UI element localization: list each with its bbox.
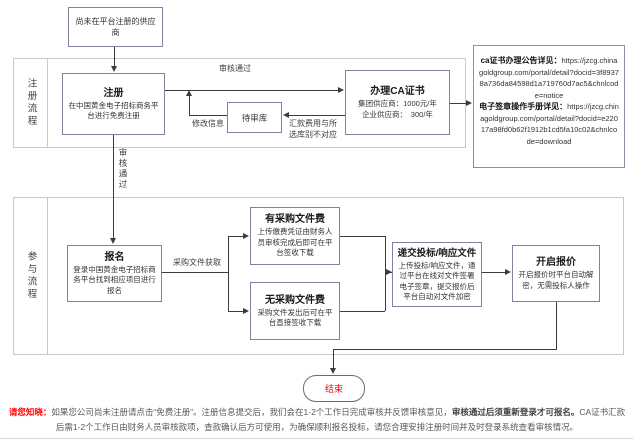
node-register-title: 注册 [103, 87, 124, 99]
edge-label-fetch-docs: 采购文件获取 [173, 258, 221, 267]
node-doc-fee: 有采购文件费 上传缴费凭证由财务人员审核完成后即可在平台签收下载 [250, 207, 340, 265]
footnote-text-2: CA证书汇款后需1-2个工作日由财务人员审核款项，查款确认后方可使用，为确保顺利… [55, 407, 626, 432]
node-register: 注册 在中国黄金电子招标商务平台进行免费注册 [62, 73, 165, 135]
arrowhead-ca-info [466, 100, 472, 106]
info-esign-manual-label: 电子签章操作手册详见： [479, 102, 568, 111]
arrowhead-submit-open [505, 269, 511, 275]
arrowhead-merge-submit [386, 269, 392, 275]
edge-open-down [556, 302, 557, 349]
node-ca-certificate: 办理CA证书 集团供应商：1000元/年 企业供应商： 300/年 [345, 70, 450, 135]
edge-label-mismatch: 汇款费用与所选库别不对应 [289, 119, 337, 139]
edge-branch-fee [228, 236, 244, 237]
node-ca-title: 办理CA证书 [370, 86, 425, 97]
footnote-text-1: 如果您公司尚未注册请点击“免费注册”。注册信息提交后，我们会在1-2个工作日完成… [51, 407, 452, 417]
info-ca-notice-url: https://jzcg.chinagoldgroup.com/portal/d… [479, 56, 619, 100]
node-ca-price-company: 企业供应商： 300/年 [362, 109, 433, 119]
footnote-notice: 请您知晓：如果您公司尚未注册请点击“免费注册”。注册信息提交后，我们会在1-2个… [8, 405, 626, 434]
node-submit-bid: 递交投标/响应文件 上传投标/响应文件，通过平台在线对文件签署电子签章，提交报价… [392, 242, 482, 307]
edge-ca-info [450, 103, 467, 104]
edge-label-modify: 修改信息 [192, 119, 224, 128]
edge-ca-pending [289, 115, 345, 116]
section-participation-label: 参与流程 [25, 251, 37, 301]
arrowhead-to-end [330, 368, 336, 374]
node-start: 尚未在平台注册的供应商 [68, 7, 163, 47]
edge-merge-vertical [385, 236, 386, 311]
edge-open-left [333, 349, 557, 350]
node-info-urls: ca证书办理公告详见：https://jzcg.chinagoldgroup.c… [473, 45, 625, 168]
node-submit-bid-title: 递交投标/响应文件 [397, 247, 477, 259]
arrowhead-register-ca [338, 87, 344, 93]
node-doc-fee-title: 有采购文件费 [265, 214, 325, 226]
edge-register-signup [113, 135, 114, 239]
arrowhead-register-signup [110, 238, 116, 244]
node-open-quote-desc: 开启报价时平台自动解密，无需投标人操作 [518, 270, 594, 290]
section-registration-labelbox: 注册流程 [13, 58, 48, 148]
node-no-doc-fee-desc: 采购文件发出后可在平台直接签收下载 [257, 307, 333, 328]
edge-pending-back-h [189, 115, 227, 116]
footnote-bold: 审核通过后须重新登录才可报名。 [451, 407, 580, 417]
edge-label-approved-vertical: 审核通过 [118, 148, 128, 190]
node-no-doc-fee: 无采购文件费 采购文件发出后可在平台直接签收下载 [250, 282, 340, 340]
edge-branch-nofee [228, 311, 244, 312]
node-signup-desc: 登录中国黄金电子招标商务平台找到相应项目进行报名 [73, 264, 156, 295]
node-end-label: 结束 [324, 384, 343, 394]
node-pending-review: 待审库 [227, 102, 282, 133]
info-ca-notice-label: ca证书办理公告详见： [480, 56, 562, 65]
edge-to-end [333, 349, 334, 369]
arrowhead-ca-pending [283, 112, 289, 118]
edge-signup-branch [162, 272, 228, 273]
node-doc-fee-desc: 上传缴费凭证由财务人员审核完成后即可在平台签收下载 [257, 227, 333, 258]
node-pending-review-label: 待审库 [241, 112, 268, 123]
edge-pending-back-v [189, 94, 190, 115]
arrowhead-branch-nofee [243, 308, 249, 314]
edge-start-register [114, 47, 115, 67]
node-submit-bid-desc: 上传投标/响应文件，通过平台在线对文件签署电子签章，提交报价后平台自动对文件加密 [398, 260, 476, 302]
edge-fee-merge [340, 236, 385, 237]
node-open-quote-title: 开启报价 [536, 257, 576, 268]
node-no-doc-fee-title: 无采购文件费 [265, 294, 325, 306]
edge-branch-vertical [228, 236, 229, 311]
node-signup: 报名 登录中国黄金电子招标商务平台找到相应项目进行报名 [67, 245, 162, 302]
node-ca-price-group: 集团供应商：1000元/年 [358, 99, 437, 108]
node-signup-title: 报名 [104, 251, 125, 263]
bottom-divider [0, 438, 633, 439]
edge-register-ca [165, 90, 339, 91]
node-open-quote: 开启报价 开启报价时平台自动解密，无需投标人操作 [512, 245, 600, 302]
edge-nofee-merge [340, 311, 385, 312]
footnote-label: 请您知晓： [8, 407, 52, 417]
arrowhead-start-register [111, 66, 117, 72]
edge-label-approved-top: 审核通过 [219, 64, 251, 73]
section-participation-labelbox: 参与流程 [13, 197, 48, 355]
edge-submit-open [482, 272, 507, 273]
info-esign-manual-url: https://jzcg.chinagoldgroup.com/portal/d… [480, 102, 619, 146]
node-start-label: 尚未在平台注册的供应商 [75, 17, 156, 37]
section-registration-label: 注册流程 [25, 78, 37, 128]
node-end: 结束 [303, 375, 365, 402]
node-register-desc: 在中国黄金电子招标商务平台进行免费注册 [68, 100, 159, 121]
arrowhead-branch-fee [243, 233, 249, 239]
arrowhead-pending-back [186, 90, 192, 96]
